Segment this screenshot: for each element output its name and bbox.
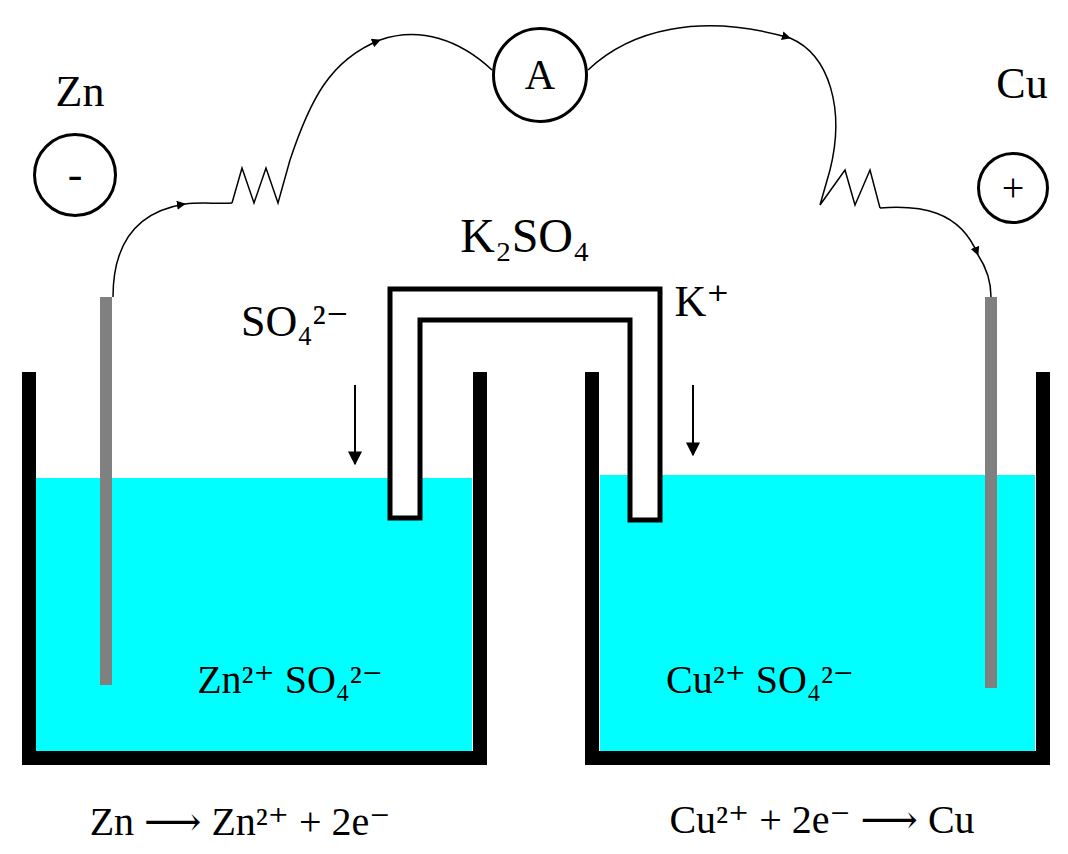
terminal-circle: + — [977, 152, 1049, 224]
ion-label: SO₄²⁻ — [241, 298, 349, 346]
terminal-sign: A — [525, 52, 555, 98]
terminal-sign: - — [68, 151, 83, 199]
electrode-name: Cu — [996, 60, 1047, 108]
potassium-arrow — [692, 385, 694, 455]
salt-bridge-label: K₂SO₄ — [460, 210, 590, 263]
electrode-name: Zn — [56, 68, 105, 116]
ion-label: Zn²⁺ SO₄²⁻ — [197, 658, 383, 702]
terminal-sign: + — [1002, 166, 1025, 210]
terminal-circle: - — [33, 133, 117, 217]
ion-label: K⁺ — [675, 278, 730, 326]
zinc-electrode — [100, 297, 112, 685]
electrolyte-beaker: Cu²⁺ SO₄²⁻ — [600, 475, 1035, 752]
terminal-circle: A — [492, 27, 588, 123]
copper-solution — [600, 475, 1035, 752]
sulfate-arrow — [354, 385, 356, 464]
external-wire — [113, 26, 991, 297]
electrolyte-beaker: Zn²⁺ SO₄²⁻ — [36, 478, 472, 752]
ion-label: Cu²⁺ SO₄²⁻ — [666, 658, 854, 702]
salt-bridge — [390, 289, 660, 520]
half-reaction: Cu²⁺ + 2e⁻ ⟶ Cu — [669, 798, 974, 842]
copper-electrode — [985, 297, 997, 688]
half-reaction: Zn ⟶ Zn²⁺ + 2e⁻ — [90, 800, 391, 844]
